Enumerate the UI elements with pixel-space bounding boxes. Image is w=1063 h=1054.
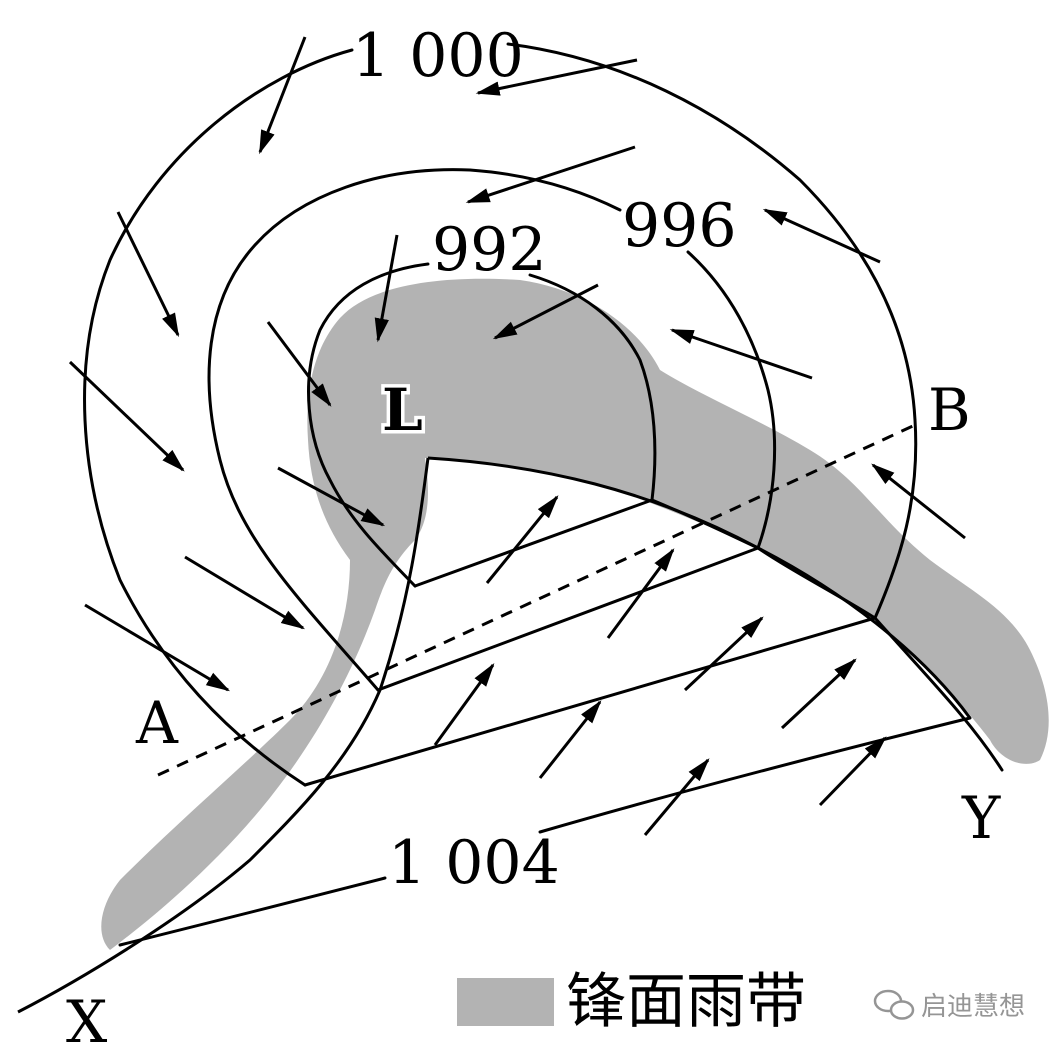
wind-arrow	[669, 328, 813, 380]
wind-arrow	[374, 234, 399, 343]
wind-arrow	[258, 36, 307, 155]
wind-arrow	[643, 758, 710, 836]
point-label-a: A	[135, 689, 179, 757]
low-pressure-center-label: L	[382, 376, 423, 444]
legend-label: 锋面雨带	[566, 967, 806, 1037]
wind-arrows	[68, 36, 966, 836]
isobar-label-996: 996	[622, 191, 737, 261]
chat-bubble-icon	[873, 989, 915, 1020]
wind-arrow	[683, 616, 764, 692]
point-label-b: B	[928, 376, 971, 444]
frontal-rain-band	[101, 278, 1049, 950]
isobar-label-992: 992	[432, 215, 547, 285]
wind-arrow	[68, 360, 185, 472]
isobar-1000	[83, 42, 1004, 787]
wind-arrow	[84, 603, 231, 692]
wind-arrow	[818, 736, 887, 807]
wind-arrow	[871, 463, 966, 540]
isobar-label-1004: 1 004	[388, 828, 560, 898]
warm-sector-isobar-992	[413, 498, 654, 588]
wind-arrow	[277, 466, 386, 527]
warm-sector-isobar-1000	[303, 616, 877, 787]
cold-front	[17, 457, 430, 1014]
isobar-996	[207, 168, 877, 692]
wind-arrow	[433, 663, 495, 746]
wind-arrow	[762, 208, 881, 264]
point-label-y: Y	[961, 784, 1001, 852]
wind-arrow	[116, 211, 180, 338]
wind-arrow	[780, 658, 857, 730]
legend-swatch	[457, 978, 554, 1026]
wind-arrow	[538, 700, 602, 779]
profile-line-a-b	[157, 423, 916, 777]
wind-arrow	[266, 321, 332, 407]
legend: 锋面雨带	[457, 967, 806, 1037]
watermark-text: 启迪慧想	[921, 992, 1025, 1022]
wind-arrow	[492, 283, 599, 340]
wind-arrow	[475, 58, 638, 96]
watermark: 启迪慧想	[873, 989, 1025, 1022]
isobar-1004	[118, 716, 972, 947]
wind-arrow	[465, 145, 636, 204]
wind-arrow	[606, 548, 675, 639]
point-label-x: X	[66, 988, 108, 1054]
warm-sector-isobar-996	[376, 546, 760, 692]
isobar-label-1000: 1 000	[352, 21, 524, 91]
wind-arrow	[485, 495, 559, 584]
wind-arrow	[184, 555, 306, 630]
